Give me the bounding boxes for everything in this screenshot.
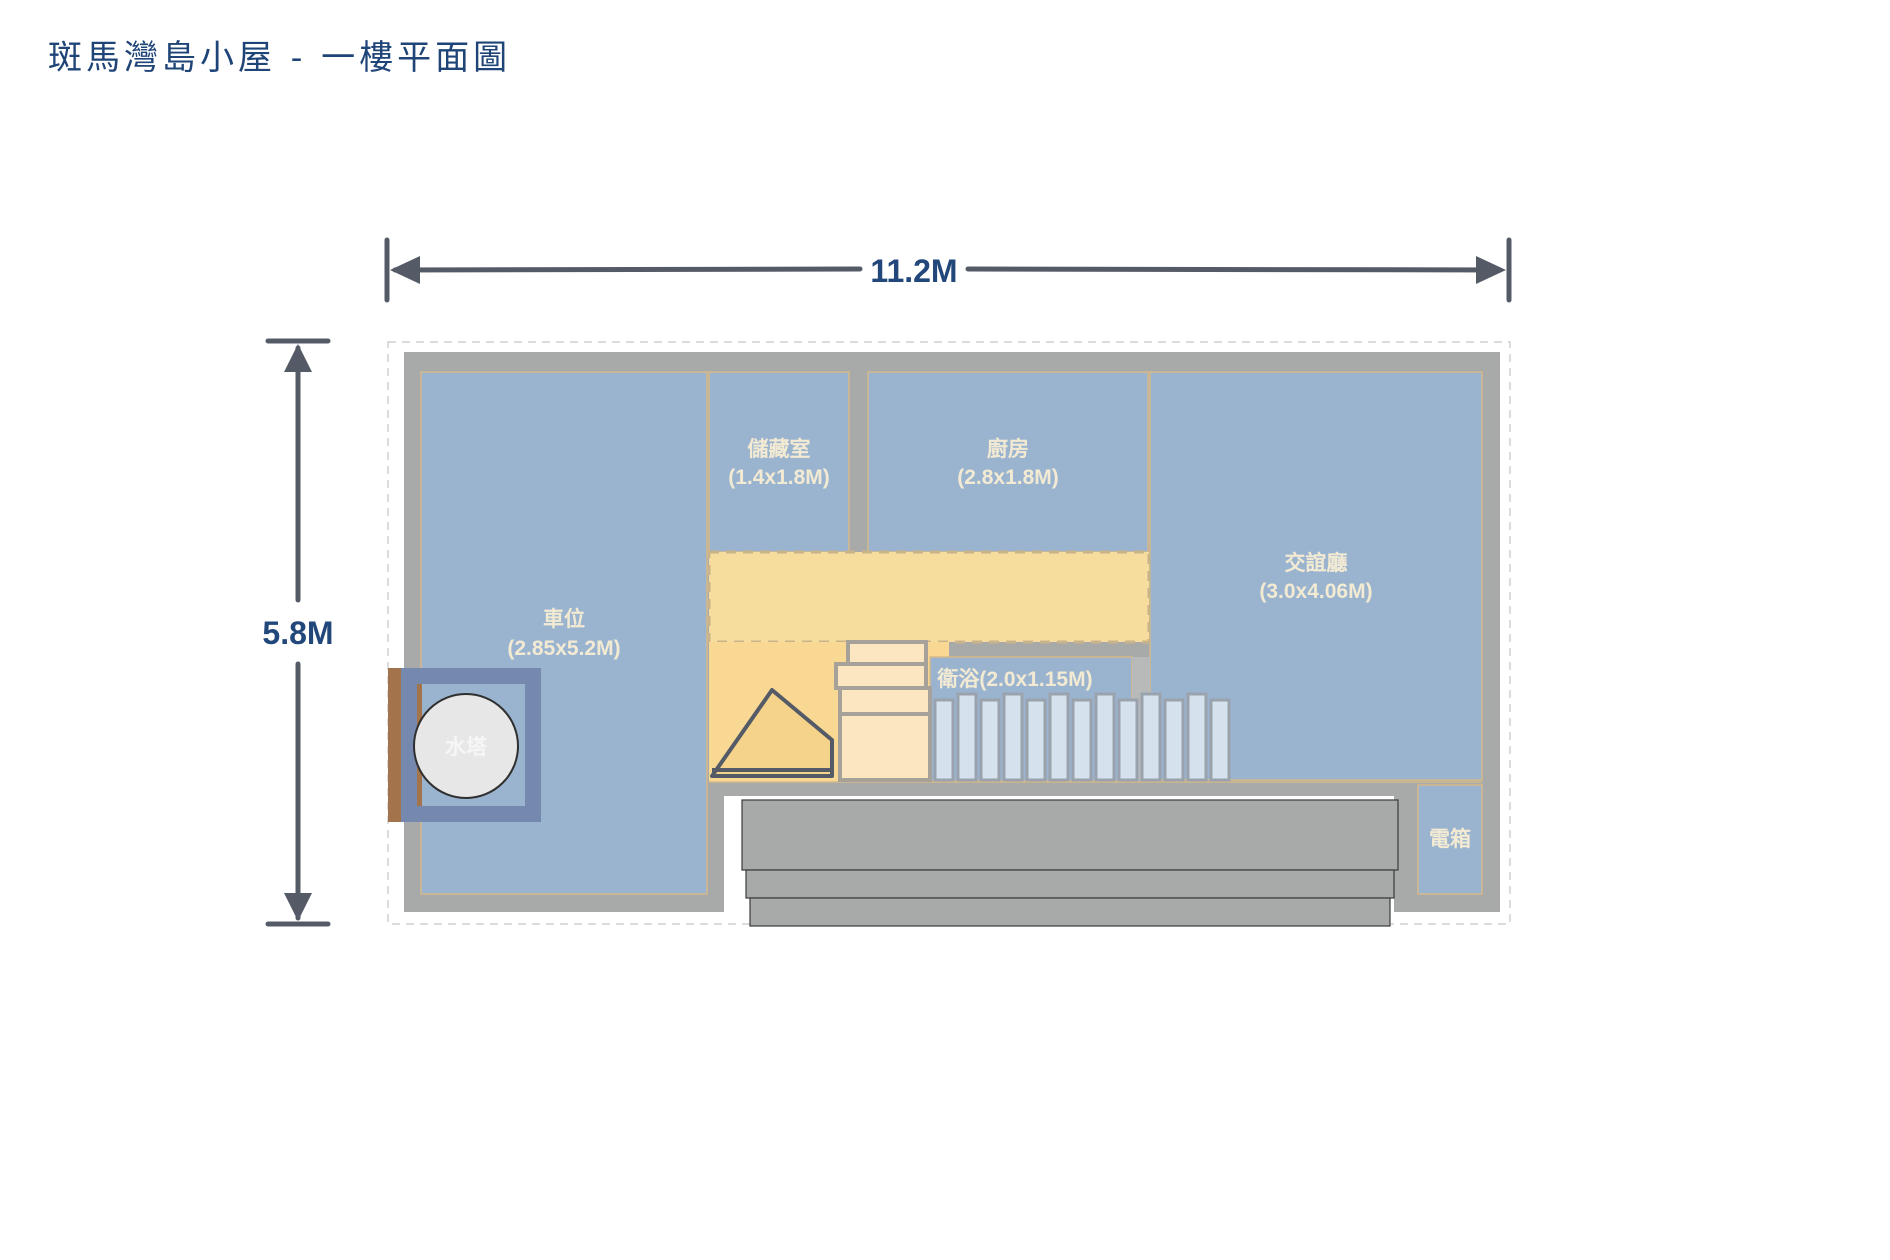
storage-size: (1.4x1.8M): [728, 466, 830, 489]
height-label: 5.8M: [262, 615, 333, 651]
electric-box-label: 電箱: [1429, 827, 1471, 851]
water-tower-label: 水塔: [445, 736, 488, 759]
storage-name: 儲藏室: [748, 437, 811, 461]
width-dimension: 11.2M: [384, 237, 1512, 303]
water-tower: 水塔: [388, 668, 541, 822]
room-kitchen: [867, 371, 1149, 553]
width-label: 11.2M: [870, 253, 957, 289]
staircase: [710, 640, 1231, 782]
electric-box: [1417, 784, 1483, 895]
room-storage: [708, 371, 850, 553]
entrance-steps: [741, 799, 1399, 927]
kitchen-name: 廚房: [987, 437, 1029, 461]
lounge-size: (3.0x4.06M): [1259, 580, 1372, 603]
parking-name: 車位: [543, 607, 585, 631]
page-title: 斑馬灣島小屋 - 一樓平面圖: [48, 38, 512, 78]
bathroom-label: 衛浴(2.0x1.15M): [936, 667, 1092, 691]
corridor: [707, 550, 1151, 644]
height-dimension: 5.8M: [262, 338, 334, 927]
lounge-name: 交誼廳: [1285, 551, 1348, 575]
kitchen-size: (2.8x1.8M): [957, 466, 1059, 489]
site-outline: [387, 341, 1511, 925]
parking-size: (2.85x5.2M): [507, 637, 620, 660]
